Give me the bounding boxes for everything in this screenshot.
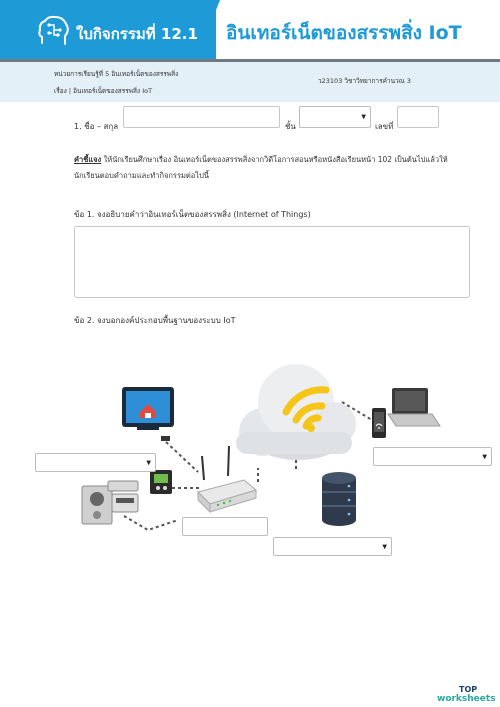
header-divider: [0, 59, 500, 62]
tv-answer-dropdown[interactable]: ▼: [35, 453, 156, 472]
controller-icon: [150, 470, 172, 494]
unit-label: หน่วยการเรียนรู้ที่ 5 อินเทอร์เน็ตของสรร…: [54, 70, 179, 78]
worksheet-label: ใบกิจกรรมที่ 12.1: [76, 25, 198, 43]
header-banner-slant: [196, 0, 220, 60]
logo-top-text: TOP: [459, 685, 478, 694]
logo-brand-text: worksheets: [437, 694, 496, 704]
number-label: เลขที่: [375, 122, 394, 131]
header-banner: [0, 0, 216, 60]
question-2: ข้อ 2. จงบอกองค์ประกอบพื้นฐานของระบบ IoT: [74, 316, 236, 325]
stereo-icon: [81, 480, 139, 525]
cloud-wifi-icon: [236, 364, 356, 460]
device-answer-dropdown[interactable]: ▼: [373, 447, 492, 466]
course-label: ว23103 วิชาวิทยาการคำนวณ 3: [318, 77, 411, 85]
instructions: คำชี้แจง ให้นักเรียนศึกษาเรื่อง อินเทอร์…: [74, 152, 470, 184]
instructions-heading: คำชี้แจง: [74, 155, 102, 164]
router-icon: [197, 445, 258, 514]
iot-diagram: [81, 364, 441, 532]
info-bar: [0, 62, 500, 102]
tv-icon: [122, 387, 174, 441]
class-dropdown[interactable]: ▼: [299, 106, 371, 128]
brain-icon: [38, 15, 69, 45]
topic-label: เรื่อง | อินเทอร์เน็ตของสรรพสิ่ง IoT: [54, 87, 153, 95]
number-input[interactable]: [397, 106, 439, 128]
page-title: อินเทอร์เน็ตของสรรพสิ่ง IoT: [226, 22, 462, 44]
name-label: 1. ชื่อ – สกุล: [74, 122, 119, 131]
phone-icon: [372, 408, 386, 438]
chevron-down-icon: ▼: [361, 113, 366, 121]
q1-answer-box[interactable]: [74, 226, 470, 298]
chevron-down-icon: ▼: [146, 459, 151, 466]
chevron-down-icon: ▼: [482, 453, 487, 460]
laptop-icon: [387, 388, 441, 427]
router-answer-dropdown[interactable]: [182, 517, 268, 536]
question-1: ข้อ 1. จงอธิบายคำว่าอินเทอร์เน็ตของสรรพส…: [74, 210, 311, 219]
database-icon: [322, 472, 356, 526]
class-label: ชั้น: [285, 122, 296, 131]
instructions-text: ให้นักเรียนศึกษาเรื่อง อินเทอร์เน็ตของสร…: [74, 155, 448, 180]
name-input[interactable]: [123, 106, 280, 128]
database-answer-dropdown[interactable]: ▼: [273, 537, 392, 556]
chevron-down-icon: ▼: [382, 543, 387, 550]
